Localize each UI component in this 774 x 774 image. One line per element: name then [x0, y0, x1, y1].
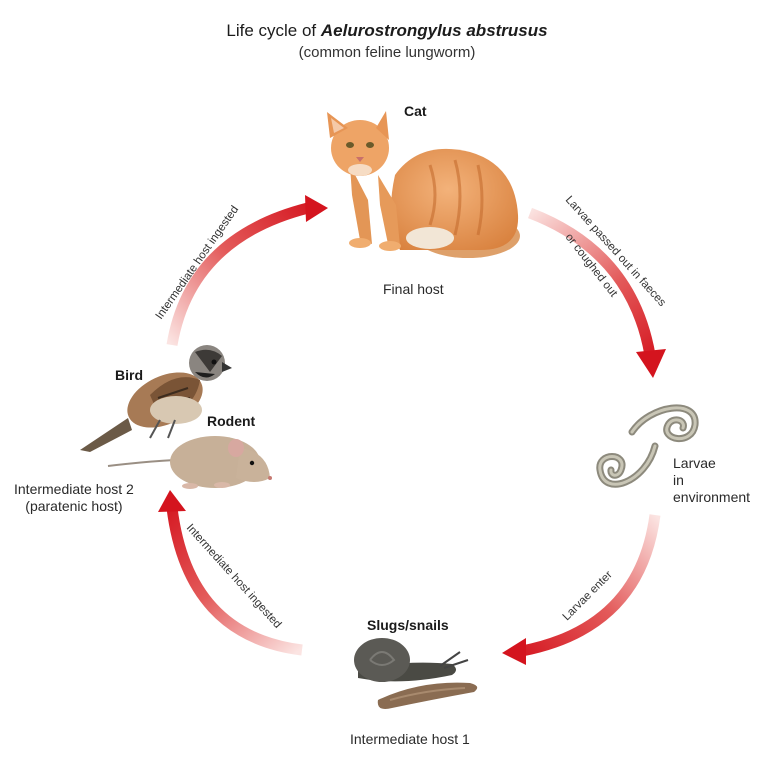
- bird-illustration: [80, 345, 232, 452]
- arrow-slugs-to-paratenic: [158, 490, 303, 656]
- larvae-illustration: [596, 404, 699, 488]
- label-rodent: Rodent: [207, 413, 256, 429]
- title-prefix: Life cycle of: [226, 21, 321, 40]
- label-paratenic-host: Intermediate host 2 (paratenic host): [14, 481, 134, 515]
- label-intermediate-host-2: Intermediate host 2: [14, 481, 134, 497]
- label-cat: Cat: [404, 103, 427, 119]
- arrow-label-ingested-bottom: Intermediate host ingested: [184, 522, 284, 631]
- label-larvae-line3: environment: [673, 489, 751, 505]
- arrow-larvae-to-slugs: [502, 514, 661, 665]
- label-bird: Bird: [115, 367, 143, 383]
- label-intermediate-host-1: Intermediate host 1: [350, 731, 470, 747]
- label-larvae-line1: Larvae: [673, 455, 716, 471]
- label-slugs-snails: Slugs/snails: [367, 617, 449, 633]
- arrow-paratenic-to-cat: [166, 195, 328, 346]
- label-final-host: Final host: [383, 281, 444, 297]
- label-larvae-line2: in: [673, 472, 684, 488]
- rodent-illustration: [107, 436, 272, 489]
- label-paratenic-note: (paratenic host): [25, 498, 123, 514]
- slug-snail-illustration: [354, 638, 478, 709]
- diagram-title: Life cycle of Aelurostrongylus abstrusus: [0, 20, 774, 42]
- diagram-subtitle: (common feline lungworm): [298, 44, 476, 61]
- arrow-cat-to-larvae: [528, 207, 666, 378]
- title-species: Aelurostrongylus abstrusus: [320, 21, 548, 40]
- arrow-label-ingested-top: Intermediate host ingested: [154, 204, 242, 322]
- cat-illustration: [327, 111, 520, 258]
- label-larvae-environment: Larvae in environment: [673, 455, 750, 506]
